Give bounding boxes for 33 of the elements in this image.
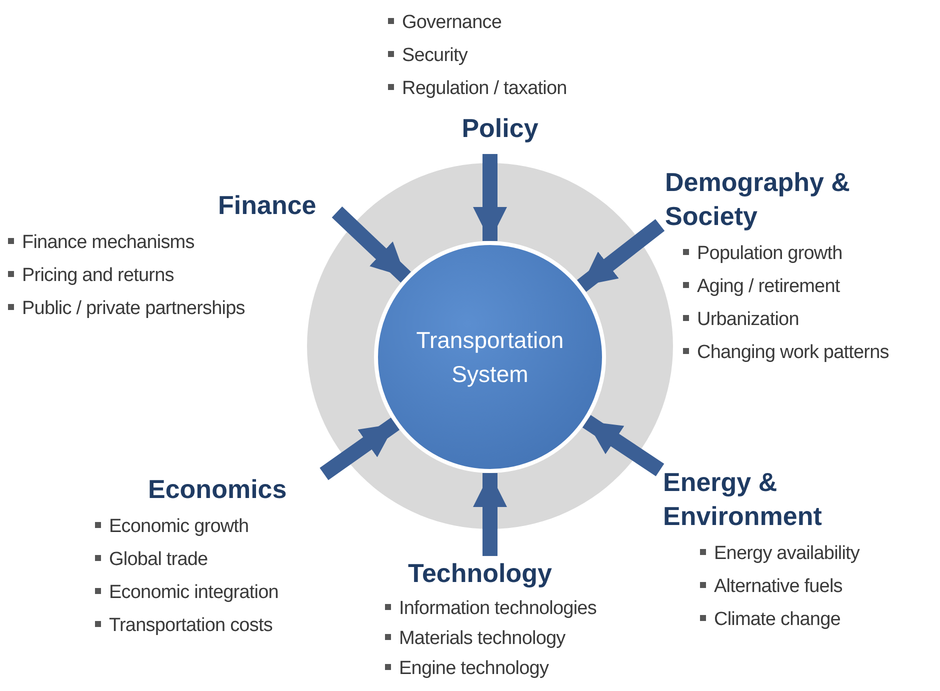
list-item: Information technologies xyxy=(385,594,596,624)
list-item: Climate change xyxy=(700,603,840,636)
list-item: Global trade xyxy=(95,543,208,576)
arrow xyxy=(332,206,411,283)
list-item: Pricing and returns xyxy=(8,259,174,292)
factor-heading: Economics xyxy=(147,473,288,506)
arrow xyxy=(582,414,664,476)
list-item: Finance mechanisms xyxy=(8,226,194,259)
list-item: Engine technology xyxy=(385,654,549,684)
list-item: Urbanization xyxy=(683,303,799,336)
list-item: Public / private partnerships xyxy=(8,292,245,325)
circle-label: Transportation System xyxy=(415,326,565,389)
arrow xyxy=(473,154,507,241)
factor-heading: Policy xyxy=(460,112,540,145)
factor-heading: Demography & Society xyxy=(664,166,851,233)
list-item: Regulation / taxation xyxy=(388,72,567,105)
list-item: Economic integration xyxy=(95,576,278,609)
list-item: Governance xyxy=(388,6,502,39)
list-item: Aging / retirement xyxy=(683,270,840,303)
list-item: Alternative fuels xyxy=(700,570,842,603)
list-item: Changing work patterns xyxy=(683,336,889,369)
list-item: Population growth xyxy=(683,237,842,270)
list-item: Security xyxy=(388,39,468,72)
factor-heading: Energy & Environment xyxy=(662,466,823,533)
factor-heading: Technology xyxy=(407,557,553,590)
arrow xyxy=(320,418,400,480)
list-item: Materials technology xyxy=(385,624,566,654)
arrow xyxy=(577,219,665,292)
factor-heading: Finance xyxy=(217,189,318,222)
list-item: Economic growth xyxy=(95,510,249,543)
list-item: Energy availability xyxy=(700,537,860,570)
arrow xyxy=(473,473,507,556)
list-item: Transportation costs xyxy=(95,609,272,642)
